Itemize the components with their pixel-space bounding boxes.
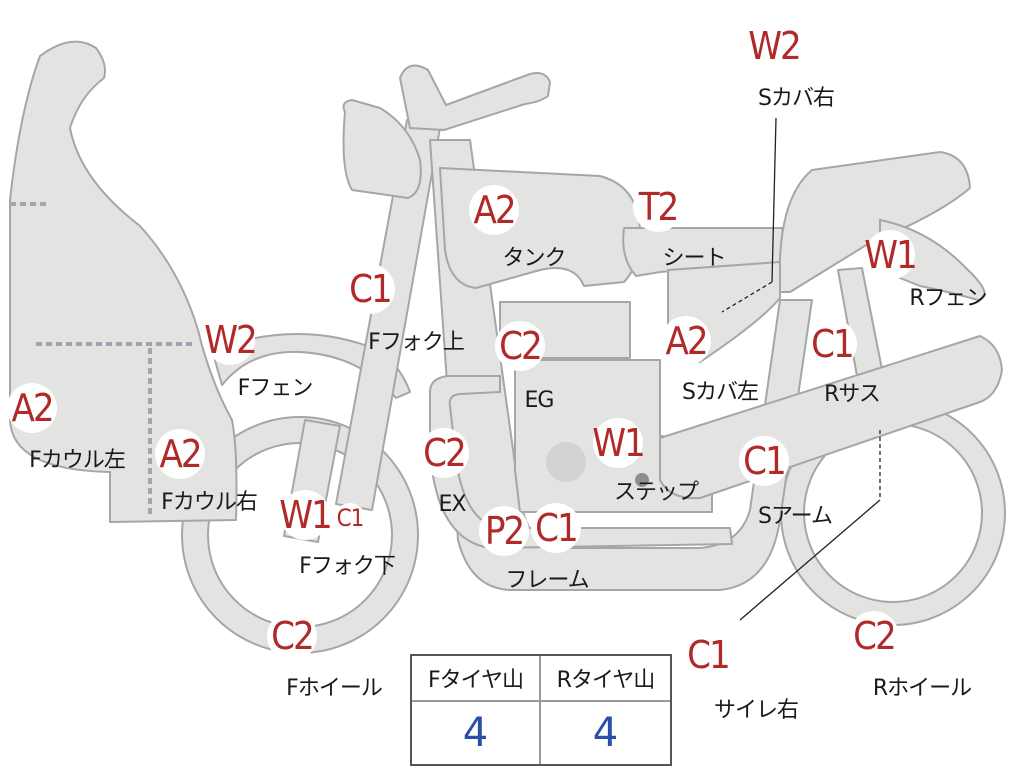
rear-tire-tread-header: Rタイヤ山 <box>541 656 670 702</box>
label-rfender: Rフェン <box>909 286 987 311</box>
badge-w2-ffender[interactable]: W2 <box>204 315 258 365</box>
front-cowl-shape <box>9 40 238 523</box>
tail-cowl-shape <box>778 151 971 293</box>
label-fcowl-right: Fカウル右 <box>161 490 258 515</box>
badge-c1-frame[interactable]: C1 <box>531 503 581 553</box>
rear-tire-tread-value[interactable]: 4 <box>592 710 619 756</box>
badge-c1-ffork-lower-extra[interactable]: C1 <box>335 503 365 533</box>
label-tank: タンク <box>502 246 566 271</box>
label-ffork-lower: Fフォク下 <box>299 554 396 579</box>
badge-c1-sarm[interactable]: C1 <box>739 436 789 486</box>
badge-a2-scover-left[interactable]: A2 <box>661 316 711 366</box>
badge-p2-frame[interactable]: P2 <box>479 506 529 556</box>
front-fender-shape <box>211 333 411 399</box>
badge-t2-seat[interactable]: T2 <box>633 182 683 232</box>
badge-c1-ffork-upper[interactable]: C1 <box>345 264 395 314</box>
label-silencer-right: サイレ右 <box>713 698 799 723</box>
label-scover-right: Sカバ右 <box>758 86 835 111</box>
badge-c2-rwheel[interactable]: C2 <box>849 611 899 661</box>
badge-c1-rsus[interactable]: C1 <box>807 319 857 369</box>
badge-c2-fwheel[interactable]: C2 <box>267 611 317 661</box>
label-frame: フレーム <box>505 568 589 593</box>
badge-a2-fcowl-right[interactable]: A2 <box>155 429 205 479</box>
handlebar-shape <box>399 64 551 131</box>
label-scover-left: Sカバ左 <box>682 380 759 405</box>
label-sarm: Sアーム <box>758 504 833 529</box>
exhaust-shape <box>429 375 733 549</box>
badge-c1-silencer-right[interactable]: C1 <box>683 630 733 680</box>
tire-tread-table: Fタイヤ山 Rタイヤ山 4 4 <box>410 654 672 766</box>
front-tire-tread-header: Fタイヤ山 <box>412 656 541 702</box>
label-rwheel: Rホイール <box>872 676 972 701</box>
badge-w1-ffork-lower[interactable]: W1 <box>279 490 333 540</box>
label-step: ステップ <box>613 480 699 505</box>
rear-wheel-shape <box>780 400 1006 626</box>
badge-a2-fcowl-left[interactable]: A2 <box>7 383 57 433</box>
front-tire-tread-value[interactable]: 4 <box>412 702 541 764</box>
badge-c2-exhaust[interactable]: C2 <box>419 428 469 478</box>
label-fwheel: Fホイール <box>286 676 383 701</box>
label-ffender: Fフェン <box>237 376 314 401</box>
headlight-shape <box>342 99 422 199</box>
badge-w1-step[interactable]: W1 <box>592 418 646 468</box>
badge-a2-tank[interactable]: A2 <box>469 185 519 235</box>
badge-w2-scover-right[interactable]: W2 <box>748 21 802 71</box>
label-ffork-upper: Fフォク上 <box>368 330 465 355</box>
badge-w1-rfender[interactable]: W1 <box>864 230 918 280</box>
label-engine: EG <box>524 388 555 413</box>
label-fcowl-left: Fカウル左 <box>29 448 126 473</box>
label-rsus: Rサス <box>824 382 881 407</box>
label-seat: シート <box>662 246 726 271</box>
badge-c2-engine[interactable]: C2 <box>495 321 545 371</box>
label-exhaust: EX <box>438 492 467 517</box>
